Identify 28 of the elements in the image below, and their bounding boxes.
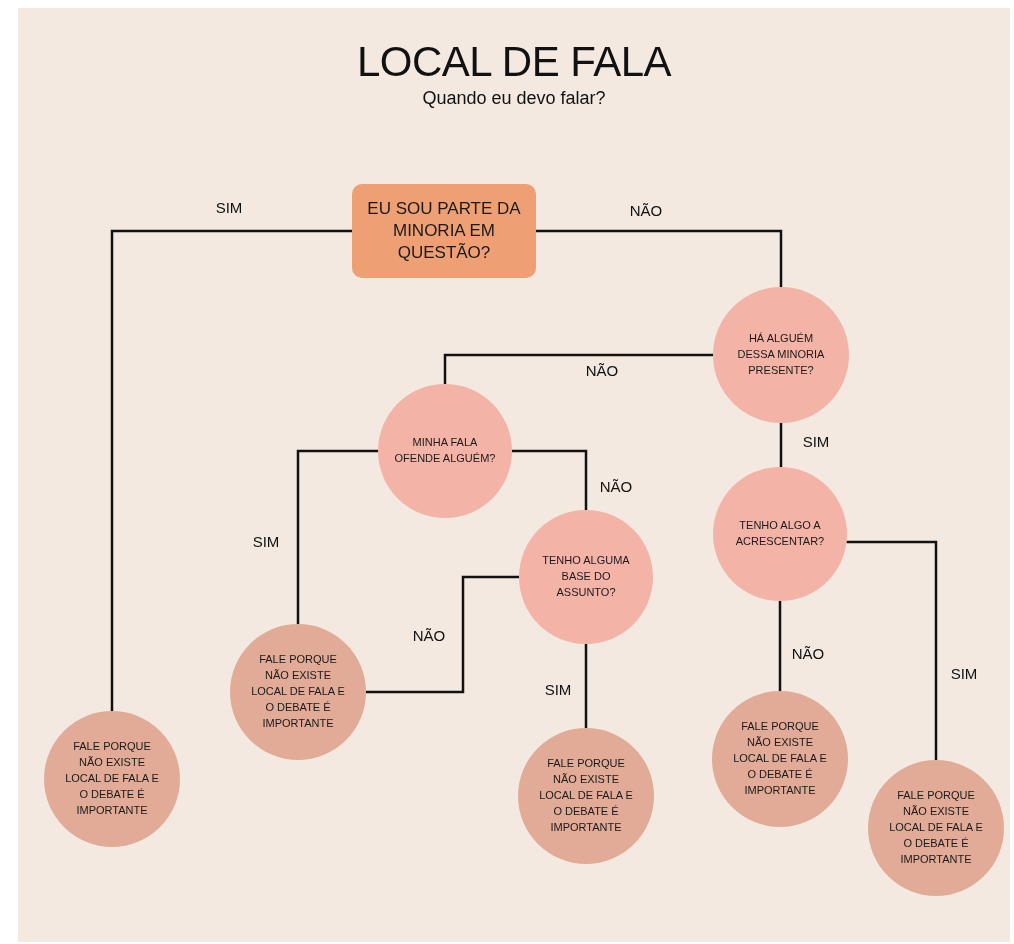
node-text: MINHA FALA OFENDE ALGUÉM? bbox=[393, 435, 497, 466]
node-text: TENHO ALGO A ACRESCENTAR? bbox=[734, 518, 826, 549]
connector-line bbox=[512, 449, 588, 510]
connector-line bbox=[584, 644, 588, 728]
connector-line bbox=[366, 575, 519, 694]
node-text: HÁ ALGUÉM DESSA MINORIA PRESENTE? bbox=[736, 331, 826, 378]
edge-label: NÃO bbox=[627, 201, 665, 219]
question-box bbox=[352, 184, 536, 278]
edge-label: NÃO bbox=[789, 644, 827, 662]
connector-line bbox=[846, 540, 938, 760]
node-text: FALE PORQUE NÃO EXISTE LOCAL DE FALA E O DEBATE É IMPORTANTE bbox=[732, 719, 828, 798]
node-text: TENHO ALGUMA BASE DO ASSUNTO? bbox=[541, 553, 631, 600]
connector-line bbox=[536, 229, 783, 287]
edge-label: NÃO bbox=[583, 361, 621, 379]
connector-line bbox=[296, 449, 378, 624]
node-text: FALE PORQUE NÃO EXISTE LOCAL DE FALA E O DEBATE É IMPORTANTE bbox=[250, 652, 346, 731]
node-text: FALE PORQUE NÃO EXISTE LOCAL DE FALA E O DEBATE É IMPORTANTE bbox=[538, 756, 634, 835]
connector-line bbox=[779, 423, 783, 467]
subtitle: Quando eu devo falar? bbox=[421, 88, 607, 109]
connector-line bbox=[778, 601, 782, 691]
node-text: EU SOU PARTE DA MINORIA EM QUESTÃO? bbox=[366, 197, 522, 265]
connector-line bbox=[110, 229, 352, 711]
title: LOCAL DE FALA bbox=[355, 38, 673, 86]
node-text: FALE PORQUE NÃO EXISTE LOCAL DE FALA E O DEBATE É IMPORTANTE bbox=[888, 788, 984, 867]
connector-line bbox=[443, 353, 713, 384]
node-text: FALE PORQUE NÃO EXISTE LOCAL DE FALA E O DEBATE É IMPORTANTE bbox=[64, 739, 160, 818]
edge-label: NÃO bbox=[410, 626, 448, 644]
edge-label: NÃO bbox=[597, 477, 635, 495]
